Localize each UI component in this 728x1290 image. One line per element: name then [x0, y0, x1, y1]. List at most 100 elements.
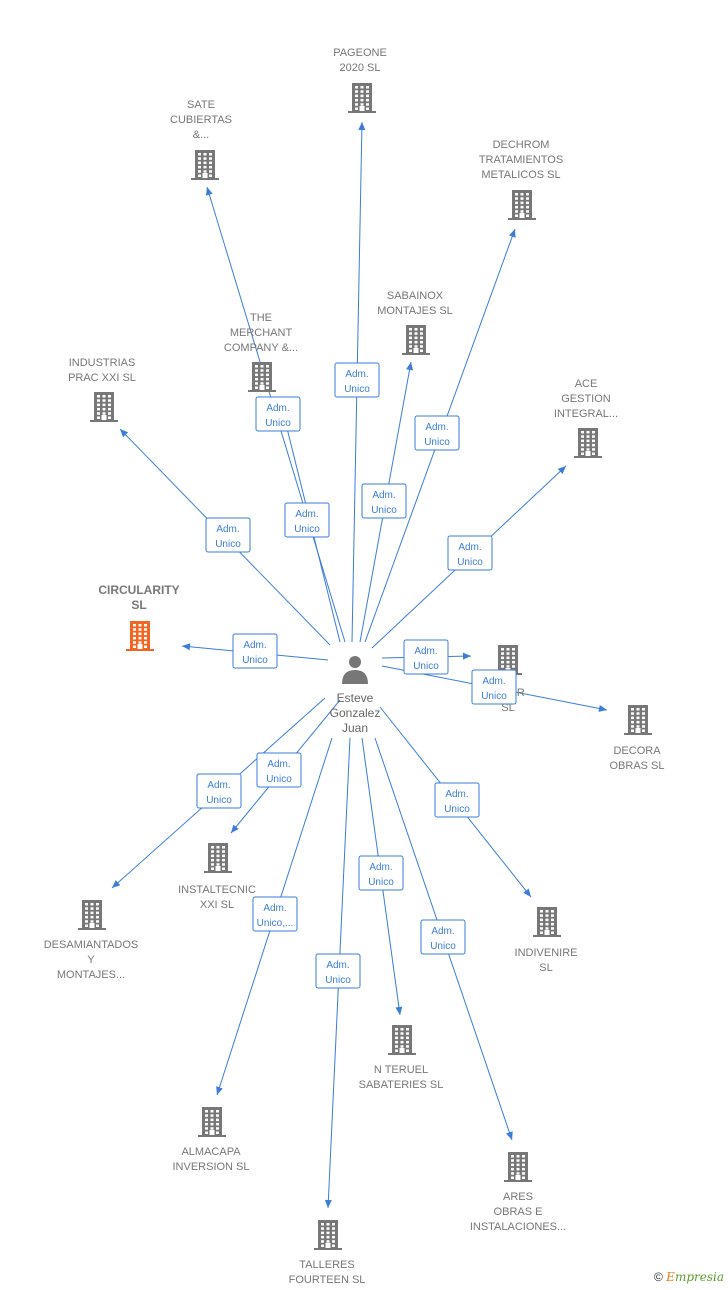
building-window [586, 435, 590, 438]
building-base [78, 928, 106, 930]
relation-desamiantados-badge[interactable]: Adm.Unico [196, 773, 242, 809]
building-window [85, 907, 88, 910]
relation-almacapa-badge[interactable]: Adm.Unico,... [252, 896, 298, 932]
relation-dechrom-text-line: Unico [424, 437, 450, 448]
relation-merchant-text-line: Adm. [295, 509, 318, 520]
building-window [326, 1240, 330, 1243]
building-window [512, 660, 515, 664]
relation-nteruel-text: Adm.Unico [368, 862, 394, 888]
company-ace-building-icon[interactable] [574, 428, 602, 458]
relation-pageone-badge[interactable]: Adm.Unico [334, 362, 380, 398]
building-window [90, 920, 94, 923]
company-merchant-label-line: MERCHANT [230, 327, 293, 339]
relation-nteruel-badge[interactable]: Adm.Unico [358, 855, 404, 891]
relation-badge-box [471, 669, 517, 705]
company-industrias-building-icon[interactable] [90, 392, 118, 422]
building-window [631, 729, 634, 732]
relation-dechrom-badge[interactable]: Adm. Unico [414, 415, 460, 451]
building-window [210, 1110, 214, 1113]
building-window [551, 927, 554, 930]
relation-indivenire-text: Adm.Unico [444, 789, 470, 815]
building-window [198, 153, 201, 156]
relation-circularity-badge[interactable]: Adm.Unico [232, 633, 278, 669]
building-base [248, 390, 276, 392]
company-almacapa-building-icon[interactable] [198, 1107, 226, 1137]
relation-talleres-badge[interactable]: Adm. Unico [315, 953, 361, 989]
building-window [511, 1155, 514, 1158]
building-window [420, 336, 423, 340]
company-indivenire-building-icon[interactable] [533, 907, 561, 937]
relation-sabainox-badge[interactable]: Adm.Unico [361, 483, 407, 519]
building-window [138, 624, 142, 627]
building-window [260, 373, 264, 377]
building-door [215, 866, 221, 871]
building-window [209, 170, 212, 173]
relation-industrias-badge[interactable]: Adm.Unico [205, 517, 251, 553]
relation-ares-badge[interactable]: Adm.Unico [420, 919, 466, 955]
relation-decora-badge[interactable]: Adm.Unico [471, 669, 517, 705]
building-window [85, 903, 88, 906]
building-window [366, 107, 369, 110]
building-window [395, 1040, 398, 1044]
building-window [222, 854, 225, 858]
relation-indivenire-badge[interactable]: Adm.Unico [434, 782, 480, 818]
company-dechrom-building-icon[interactable] [508, 190, 536, 220]
building-window [501, 660, 504, 664]
company-sabainox-building-icon[interactable] [402, 325, 430, 355]
building-window [321, 1227, 324, 1230]
relation-instaltecnic-badge[interactable]: Adm.Unico [256, 752, 302, 788]
company-nteruel-label-line: SABATERIES SL [359, 1079, 444, 1091]
company-desamiantados-building-icon[interactable] [78, 900, 106, 930]
relation-talleres-text-line: Adm. [326, 960, 349, 971]
relation-mar-badge[interactable]: Adm.Unico [403, 639, 449, 675]
building-door [413, 348, 419, 353]
company-merchant-label-line: THE [250, 312, 272, 324]
company-merchant-building-icon[interactable] [248, 362, 276, 392]
company-talleres-building-icon[interactable] [314, 1220, 342, 1250]
building-window [209, 161, 212, 165]
building-window [420, 345, 423, 348]
building-window [545, 927, 549, 930]
company-ares-building-icon[interactable] [504, 1152, 532, 1182]
relation-badge-box [420, 919, 466, 955]
relation-dechrom-text-line: Adm. [425, 422, 448, 433]
building-window [355, 90, 358, 93]
building-window [211, 850, 214, 853]
building-window [586, 443, 590, 447]
building-window [144, 645, 147, 648]
company-instaltecnic-building-icon[interactable] [204, 843, 232, 873]
building-window [216, 850, 220, 853]
building-window [332, 1240, 335, 1243]
company-sate-building-icon[interactable] [191, 150, 219, 180]
building-window [216, 1110, 219, 1113]
edge-mar-arrowhead [462, 652, 471, 660]
company-circularity-building-icon[interactable] [126, 621, 154, 651]
building-door [209, 1130, 215, 1135]
relation-merchant-badge[interactable]: Adm.Unico [284, 502, 330, 538]
relation-ace-badge[interactable]: Adm.Unico [447, 535, 493, 571]
relation-sate-badge[interactable]: Adm.Unico [255, 396, 301, 432]
company-pageone-building-icon[interactable] [348, 83, 376, 113]
building-window [642, 720, 645, 724]
company-talleres-label-line: FOURTEEN SL [289, 1274, 366, 1286]
building-window [133, 632, 136, 636]
building-window [520, 197, 524, 200]
company-nteruel-building-icon[interactable] [388, 1025, 416, 1055]
person-icon[interactable] [342, 656, 368, 684]
building-window [366, 98, 369, 102]
building-window [198, 157, 201, 160]
relation-talleres-text-line: Unico [325, 975, 351, 986]
building-window [506, 648, 510, 651]
company-decora-building-icon[interactable] [624, 705, 652, 735]
building-window [516, 1167, 520, 1171]
building-window [205, 1110, 208, 1113]
building-window [97, 395, 100, 398]
company-industrias-label-line: PRAC XXI SL [68, 372, 136, 384]
building-window [210, 1127, 214, 1130]
building-window [216, 1122, 219, 1126]
